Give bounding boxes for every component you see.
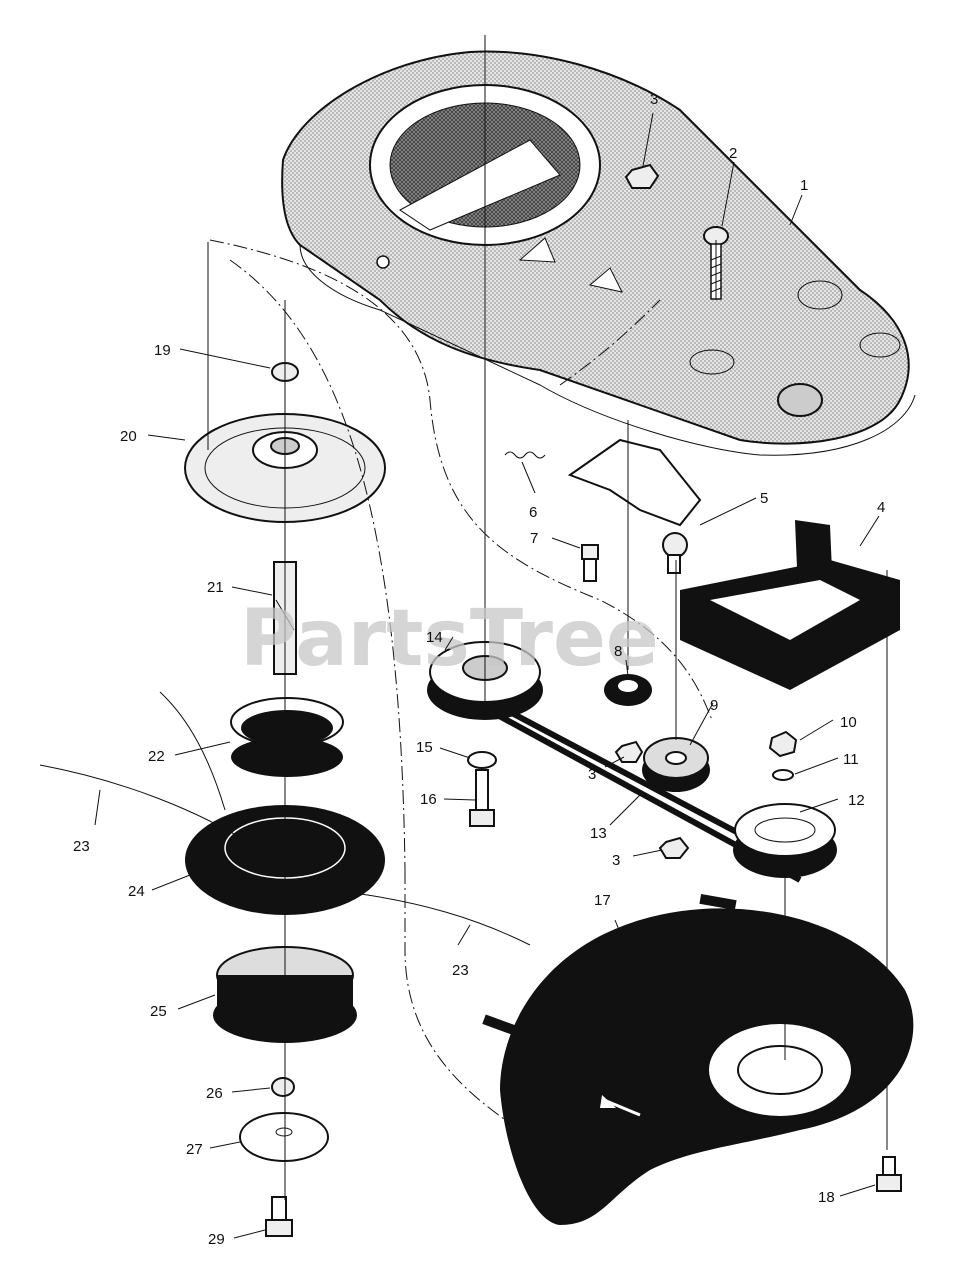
pulley-part-12 xyxy=(733,803,837,878)
callout-10: 10 xyxy=(840,714,857,731)
callout-labels: 1 2 3 4 5 6 7 8 9 10 11 12 13 3 3 14 15 … xyxy=(73,91,885,1248)
callout-14: 14 xyxy=(426,629,443,646)
callout-24: 24 xyxy=(128,883,145,900)
callout-7: 7 xyxy=(530,530,538,547)
bolt-part-16 xyxy=(469,769,495,827)
callout-27: 27 xyxy=(186,1141,203,1158)
callout-22: 22 xyxy=(148,748,165,765)
bolt-part-18 xyxy=(876,1156,902,1192)
callout-4: 4 xyxy=(877,499,885,516)
bearing-part-8 xyxy=(604,674,652,706)
alignment-lines xyxy=(207,35,888,1200)
washer-part-11 xyxy=(772,769,794,781)
callout-6: 6 xyxy=(529,504,537,521)
nut-part-3-mid xyxy=(614,740,644,763)
upper-housing xyxy=(281,50,916,456)
nut-part-10 xyxy=(768,730,798,758)
trimmer-line-part-23-left xyxy=(39,764,261,851)
callout-21: 21 xyxy=(207,579,224,596)
callout-15: 15 xyxy=(416,739,433,756)
callout-20: 20 xyxy=(120,428,137,445)
callout-19: 19 xyxy=(154,342,171,359)
trimmer-line-part-23-right xyxy=(329,889,531,946)
bolt-part-29 xyxy=(265,1196,293,1237)
callout-29: 29 xyxy=(208,1231,225,1248)
callout-17: 17 xyxy=(594,892,611,909)
callout-23-right: 23 xyxy=(452,962,469,979)
callout-23-left: 23 xyxy=(73,838,90,855)
nut-part-3-top xyxy=(624,163,660,189)
callout-2: 2 xyxy=(729,145,737,162)
callout-25: 25 xyxy=(150,1003,167,1020)
idler-pulley-part-9 xyxy=(642,737,710,792)
lower-deck-part-17 xyxy=(482,893,914,1225)
watermark-text: PartsTree xyxy=(240,594,659,684)
callout-11: 11 xyxy=(843,751,859,768)
nut-part-26 xyxy=(271,1077,295,1097)
callout-12: 12 xyxy=(848,792,865,809)
callout-9: 9 xyxy=(710,697,718,714)
idler-bracket-part-5 xyxy=(567,438,702,574)
nut-part-3-low xyxy=(658,836,690,859)
bracket-part-4 xyxy=(680,520,900,690)
callout-16: 16 xyxy=(420,791,437,808)
bolt-part-7 xyxy=(581,544,599,582)
callout-8: 8 xyxy=(614,643,622,660)
callout-3-low: 3 xyxy=(612,852,620,869)
washer-part-15 xyxy=(467,751,497,769)
callout-3-mid: 3 xyxy=(588,766,596,783)
callout-1: 1 xyxy=(800,177,808,194)
callout-26: 26 xyxy=(206,1085,223,1102)
callout-5: 5 xyxy=(760,490,768,507)
leader-lines xyxy=(94,112,880,1239)
callout-18: 18 xyxy=(818,1189,835,1206)
callout-13: 13 xyxy=(590,825,607,842)
callout-3-top: 3 xyxy=(650,91,658,108)
cup-part-22 xyxy=(230,697,344,777)
washer-part-27 xyxy=(239,1112,329,1162)
trimmer-line-part-23-loop xyxy=(159,691,226,811)
spring-part-6 xyxy=(504,451,546,459)
